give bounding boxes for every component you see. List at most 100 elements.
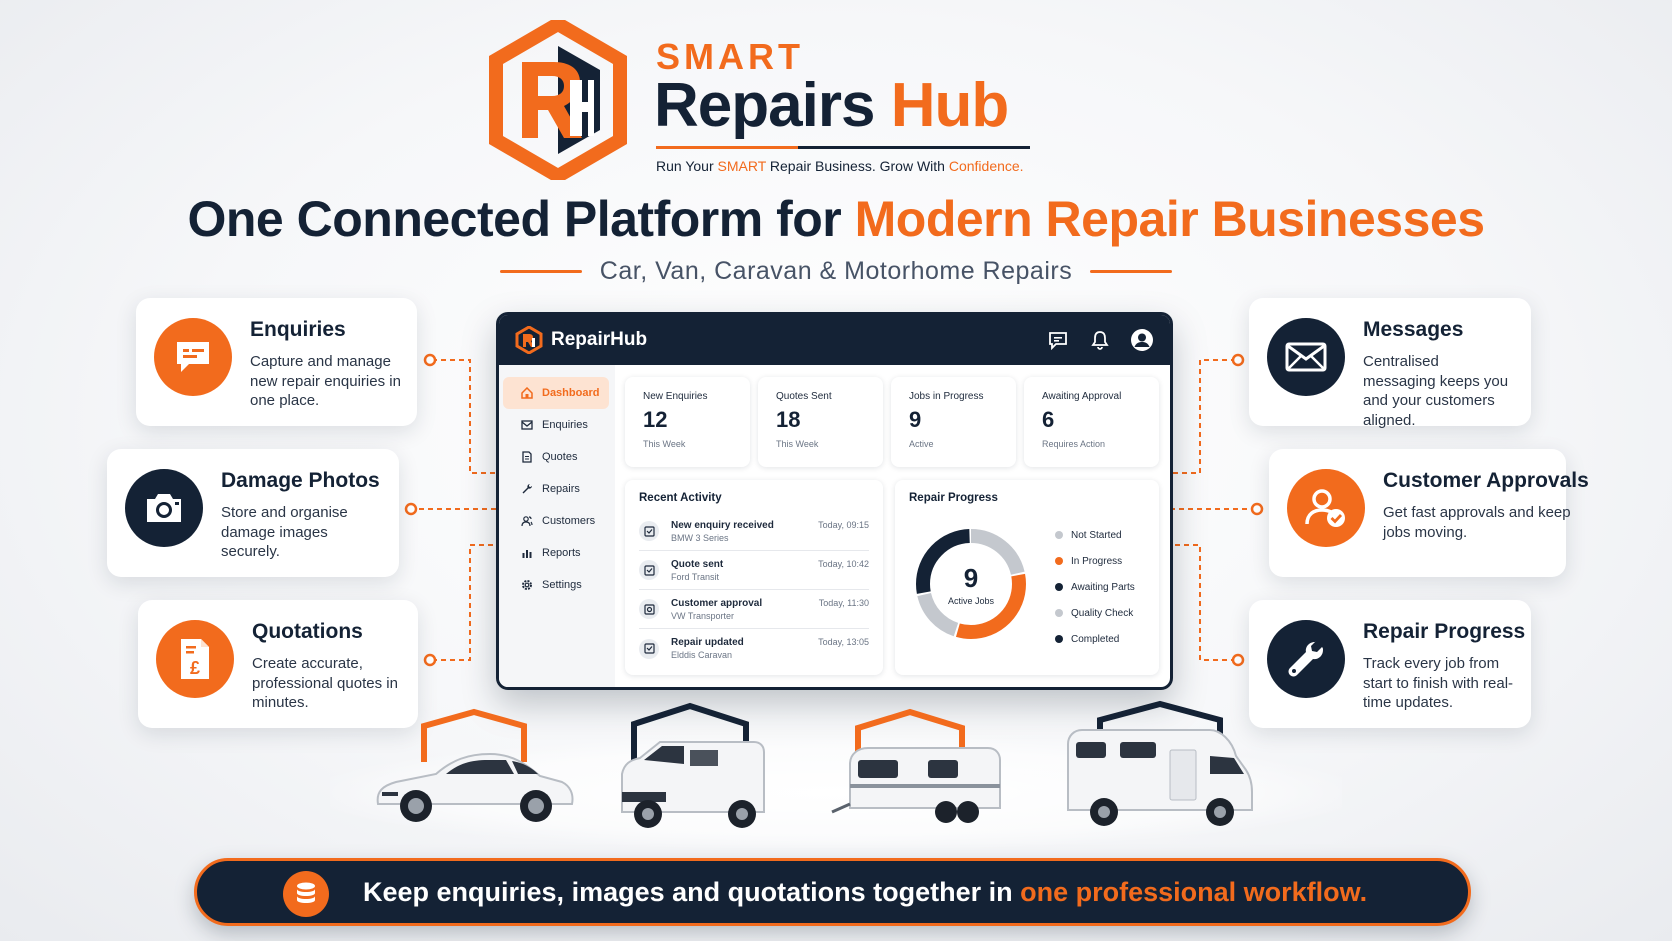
donut-segment-not-started <box>916 529 1026 639</box>
donut-segment-completed <box>916 529 1026 639</box>
sidebar-item-reports[interactable]: Reports <box>503 537 609 569</box>
activity-vehicle: BMW 3 Series <box>671 532 729 543</box>
subtitle-row: Car, Van, Caravan & Motorhome Repairs <box>0 257 1672 286</box>
user-avatar-icon[interactable] <box>1130 328 1154 352</box>
sidebar-item-enquiries[interactable]: Enquiries <box>503 409 609 441</box>
legend-item: Not Started <box>1055 522 1135 548</box>
banner-text: Keep enquiries, images and quotations to… <box>363 877 1367 908</box>
panel-title: Repair Progress <box>909 492 998 504</box>
donut-label: Active Jobs <box>947 595 995 606</box>
dashboard-sidebar: Dashboard Enquiries Quotes Repairs Custo… <box>499 365 615 687</box>
sidebar-item-customers[interactable]: Customers <box>503 505 609 537</box>
users-icon <box>521 516 533 527</box>
legend-label: Completed <box>1071 633 1120 645</box>
motorhome-icon <box>1067 700 1253 826</box>
feature-text: Create accurate, professional quotes in … <box>252 655 398 711</box>
sidebar-label: Customers <box>542 515 596 527</box>
tagline-part-1: Run Your <box>656 158 718 174</box>
banner-text-part-1: Keep enquiries, images and quotations to… <box>363 876 1021 907</box>
sidebar-item-settings[interactable]: Settings <box>503 569 609 601</box>
sidebar-item-repairs[interactable]: Repairs <box>503 473 609 505</box>
page-headline: One Connected Platform for Modern Repair… <box>0 190 1672 248</box>
stat-sub: Requires Action <box>1042 439 1106 449</box>
legend-item: Completed <box>1055 626 1135 652</box>
progress-legend: Not Started In Progress Awaiting Parts Q… <box>1055 522 1135 652</box>
activity-title: New enquiry received <box>671 519 774 531</box>
feature-text: Centralised messaging keeps you and your… <box>1363 353 1509 429</box>
activity-title: Customer approval <box>671 597 763 609</box>
chat-icon <box>154 318 232 396</box>
headline-part-1: One Connected Platform for <box>187 191 855 247</box>
van-icon <box>621 702 765 828</box>
feature-text: Get fast approvals and keep jobs moving. <box>1383 504 1571 541</box>
message-icon[interactable] <box>1046 328 1070 352</box>
stat-value: 12 <box>643 407 668 432</box>
user-check-icon <box>1287 469 1365 547</box>
camera-icon <box>125 469 203 547</box>
brand-smart-text: SMART <box>656 36 804 77</box>
bell-icon[interactable] <box>1088 328 1112 352</box>
update-icon <box>639 638 659 659</box>
activity-title: Repair updated <box>671 637 744 648</box>
feature-title: Enquiries <box>250 318 346 341</box>
legend-label: Awaiting Parts <box>1071 581 1135 593</box>
feature-text: Capture and manage new repair enquiries … <box>250 353 401 409</box>
tagline-smart: SMART <box>717 158 767 174</box>
svg-text:£: £ <box>190 658 200 678</box>
stat-value: 18 <box>776 407 801 432</box>
stat-sub: Active <box>909 439 934 449</box>
panel-title: Recent Activity <box>639 492 722 504</box>
app-logo-icon <box>515 326 543 354</box>
gear-icon <box>522 580 532 590</box>
headline-part-2: Modern Repair Businesses <box>854 191 1485 247</box>
stat-label: New Enquiries <box>643 391 708 402</box>
inbox-icon <box>521 420 533 430</box>
brand-underline <box>656 146 1030 149</box>
tagline-part-2: Repair Business. Grow With <box>766 158 949 174</box>
inbox-icon <box>639 521 659 541</box>
legend-label: Not Started <box>1071 529 1122 541</box>
legend-label: In Progress <box>1071 555 1123 567</box>
subtitle-rule-left <box>499 270 582 273</box>
brand-logo-icon <box>489 20 627 180</box>
app-name: RepairHub <box>551 329 648 350</box>
donut-segment-in-progress <box>916 529 1026 639</box>
activity-time: Today, 09:15 <box>818 520 869 530</box>
banner-text-part-2: one professional workflow. <box>1020 876 1368 907</box>
stat-sub: This Week <box>776 439 819 449</box>
sidebar-label: Dashboard <box>542 387 600 399</box>
sidebar-item-quotes[interactable]: Quotes <box>503 441 609 473</box>
database-icon <box>283 871 329 917</box>
bottom-banner: Keep enquiries, images and quotations to… <box>194 858 1471 926</box>
brand-name: Repairs Hub <box>654 71 1010 140</box>
dashboard-window: RepairHub Dashboard Enquiries Quotes Rep… <box>496 312 1173 690</box>
stat-value: 9 <box>909 407 922 432</box>
stat-sub: This Week <box>643 439 686 449</box>
feature-title: Repair Progress <box>1363 620 1526 643</box>
brand-tagline: Run Your SMART Repair Business. Grow Wit… <box>656 158 1024 174</box>
stat-value: 6 <box>1042 407 1055 432</box>
sidebar-item-dashboard[interactable]: Dashboard <box>503 377 609 409</box>
check-circle-icon <box>639 599 659 619</box>
stat-label: Awaiting Approval <box>1042 391 1122 402</box>
envelope-icon <box>1267 318 1345 396</box>
stat-label: Quotes Sent <box>776 391 832 402</box>
tagline-confidence: Confidence. <box>948 158 1024 174</box>
brand-hub-text: Hub <box>890 71 1010 140</box>
activity-vehicle: VW Transporter <box>671 610 735 621</box>
legend-item: Awaiting Parts <box>1055 574 1135 600</box>
sidebar-label: Repairs <box>542 483 580 495</box>
document-icon <box>522 451 532 463</box>
